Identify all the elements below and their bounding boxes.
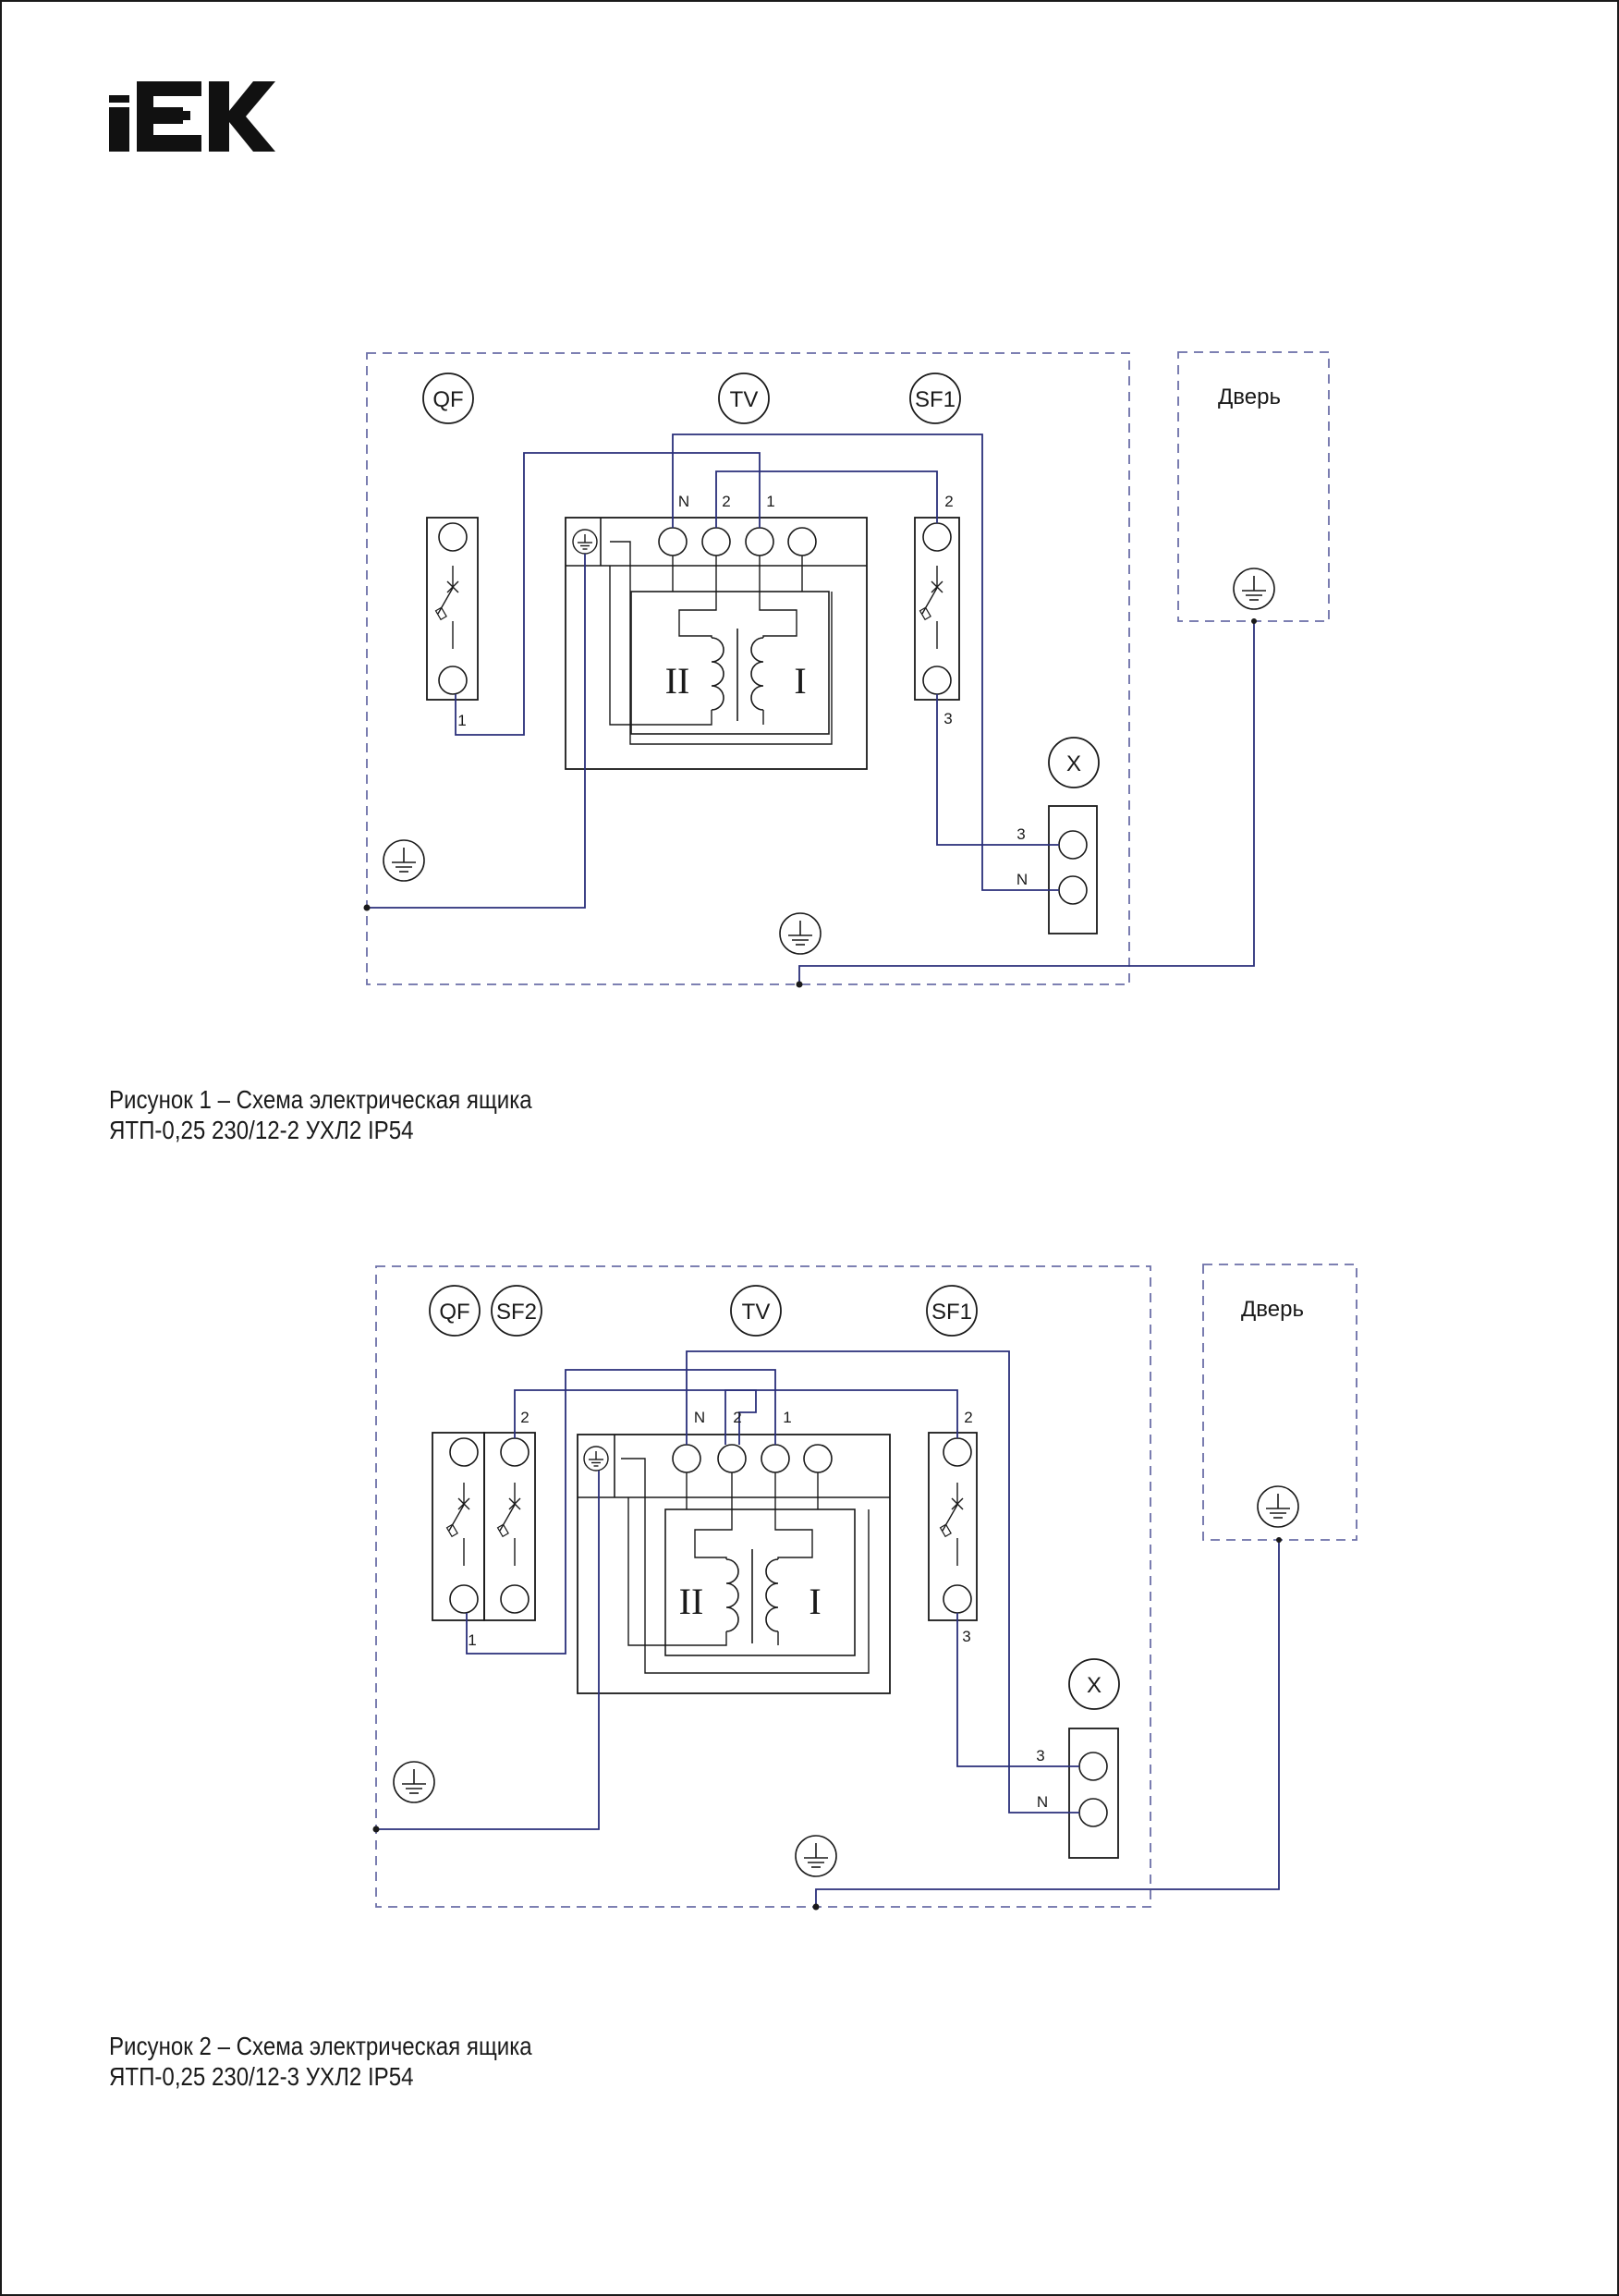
sf1-breaker — [914, 517, 960, 701]
svg-text:I: I — [794, 660, 806, 702]
svg-text:2: 2 — [520, 1409, 529, 1426]
tv-label: TV — [730, 1285, 782, 1337]
door-label: Дверь — [1218, 385, 1281, 409]
transformer-tv: II I — [577, 1434, 891, 1694]
svg-text:TV: TV — [742, 1300, 771, 1325]
ground-terminal-icon — [583, 1446, 609, 1472]
caption-line: ЯТП-0,25 230/12-2 УХЛ2 IP54 — [109, 1116, 414, 1144]
ground-icon — [393, 1761, 435, 1803]
qf-label: QF — [422, 372, 474, 424]
svg-text:2: 2 — [964, 1409, 972, 1426]
svg-text:SF2: SF2 — [496, 1300, 537, 1325]
svg-text:SF1: SF1 — [915, 387, 956, 412]
transformer-tv: II I — [565, 517, 868, 770]
sf1-label: SF1 — [926, 1285, 978, 1337]
figure-2-caption: Рисунок 2 – Схема электрическая ящика ЯТ… — [109, 2031, 532, 2092]
ground-icon — [1257, 1485, 1299, 1528]
figure-1-caption: Рисунок 1 – Схема электрическая ящика ЯТ… — [109, 1084, 532, 1145]
svg-text:X: X — [1066, 751, 1081, 776]
svg-text:3: 3 — [962, 1628, 970, 1645]
sf1-label: SF1 — [909, 372, 961, 424]
ground-icon — [1233, 568, 1275, 610]
svg-text:2: 2 — [944, 493, 953, 510]
svg-text:II: II — [665, 660, 690, 702]
terminal-block-x — [1068, 1728, 1119, 1859]
terminal-block-x — [1048, 805, 1098, 934]
qf-breaker — [426, 517, 479, 701]
svg-text:1: 1 — [783, 1409, 791, 1426]
svg-text:X: X — [1087, 1673, 1102, 1698]
svg-text:II: II — [679, 1581, 704, 1622]
ground-icon — [779, 912, 822, 955]
svg-text:2: 2 — [722, 493, 730, 510]
svg-text:N: N — [694, 1409, 705, 1426]
iek-logo — [109, 81, 275, 152]
svg-text:QF: QF — [432, 387, 463, 412]
ground-icon — [795, 1835, 837, 1877]
x-label: X — [1068, 1658, 1120, 1710]
x-label: X — [1048, 737, 1100, 788]
door-label: Дверь — [1241, 1297, 1304, 1322]
svg-text:1: 1 — [457, 712, 466, 729]
svg-text:I: I — [809, 1581, 821, 1622]
qf-label: QF — [429, 1285, 481, 1337]
wiring — [376, 1350, 1280, 1907]
svg-text:TV: TV — [730, 387, 759, 412]
ground-icon — [383, 839, 425, 882]
svg-text:3: 3 — [1016, 825, 1025, 843]
ground-terminal-icon — [572, 529, 598, 555]
enclosure-boundary — [375, 1265, 1151, 1908]
svg-text:1: 1 — [468, 1631, 476, 1649]
tv-label: TV — [718, 372, 770, 424]
svg-text:QF: QF — [439, 1300, 469, 1325]
svg-text:N: N — [678, 493, 689, 510]
caption-line: Рисунок 2 – Схема электрическая ящика — [109, 2032, 532, 2060]
caption-line: ЯТП-0,25 230/12-3 УХЛ2 IP54 — [109, 2062, 414, 2091]
sf2-label: SF2 — [491, 1285, 542, 1337]
svg-text:3: 3 — [943, 710, 952, 727]
caption-line: Рисунок 1 – Схема электрическая ящика — [109, 1085, 532, 1114]
svg-text:3: 3 — [1036, 1747, 1044, 1765]
qf-sf2-breakers — [432, 1432, 536, 1621]
wiring — [367, 434, 1255, 984]
figure-2-diagram: QF SF2 TV SF1 X Дверь — [372, 1264, 1357, 1911]
sf1-breaker — [928, 1432, 978, 1621]
svg-text:N: N — [1037, 1793, 1048, 1811]
enclosure-boundary — [366, 352, 1130, 985]
svg-text:N: N — [1016, 871, 1028, 888]
svg-text:1: 1 — [766, 493, 774, 510]
figure-1-diagram: QF TV SF1 X Дверь — [363, 351, 1330, 988]
svg-text:2: 2 — [733, 1409, 741, 1426]
svg-text:SF1: SF1 — [931, 1300, 972, 1325]
